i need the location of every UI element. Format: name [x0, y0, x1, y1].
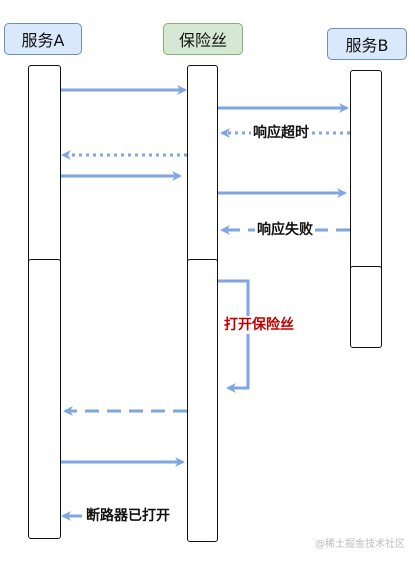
label-open-fuse: 打开保险丝: [222, 316, 296, 334]
actor-service-b: 服务B: [327, 28, 407, 60]
fuse-activation-2: [187, 259, 218, 542]
label-response-timeout: 响应超时: [251, 124, 311, 142]
actor-fuse: 保险丝: [163, 23, 243, 55]
fuse-activation-1: [187, 65, 218, 278]
label-breaker-opened: 断路器已打开: [84, 507, 172, 525]
actor-service-a: 服务A: [4, 23, 82, 55]
service-a-activation-2: [28, 259, 61, 539]
open-fuse-self-loop-arrow: [218, 279, 250, 393]
service-b-activation-2: [350, 266, 382, 348]
label-response-failed: 响应失败: [255, 221, 315, 239]
service-b-activation-1: [350, 70, 382, 272]
watermark: @稀土掘金技术社区: [315, 539, 405, 550]
